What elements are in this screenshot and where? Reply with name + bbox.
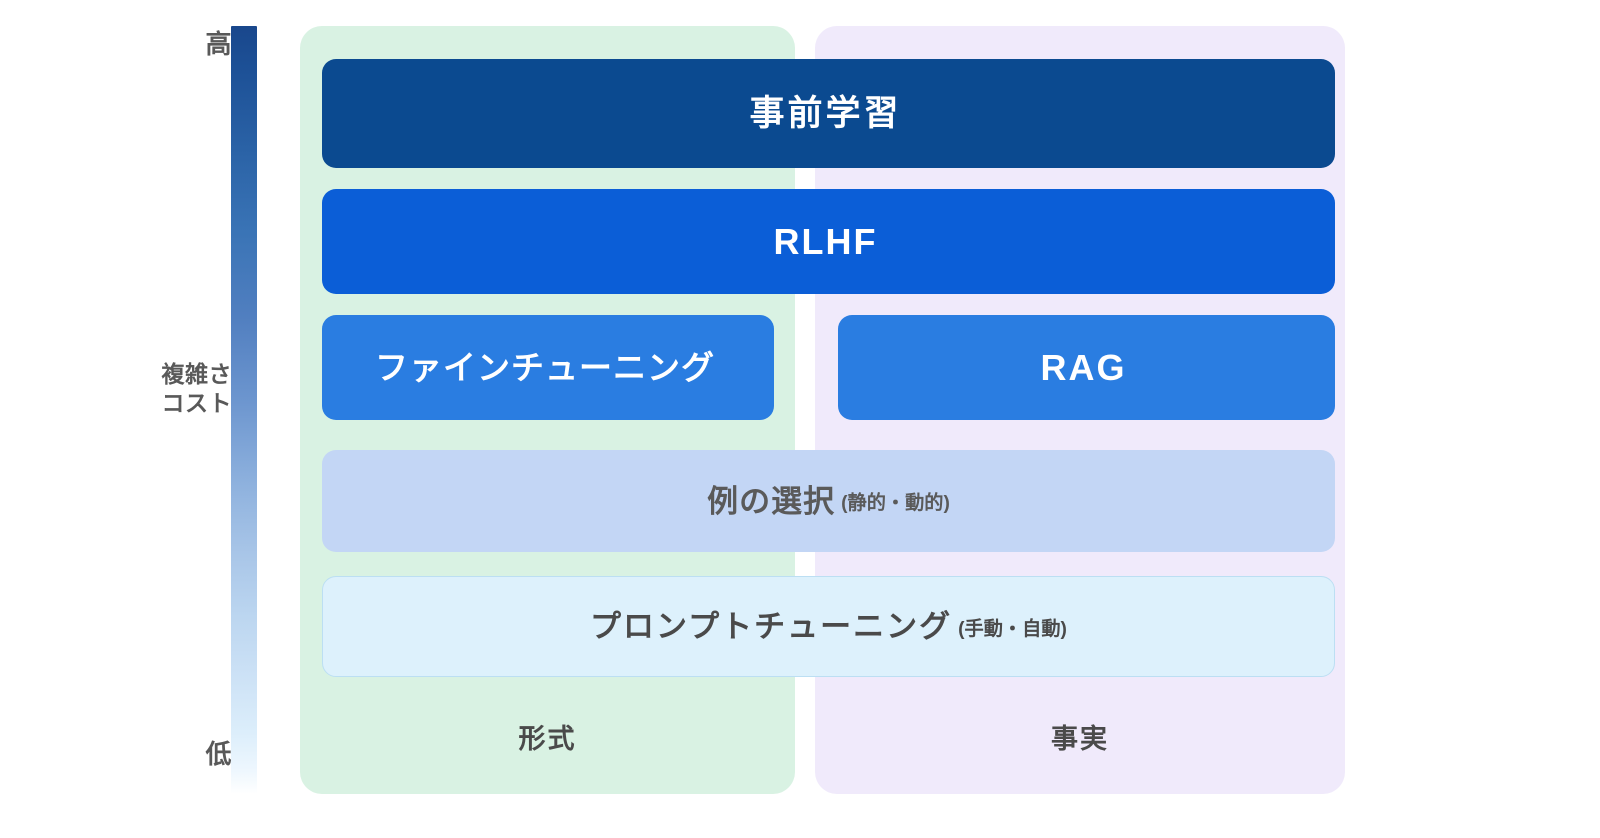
axis-label-high: 高 <box>205 29 232 59</box>
axis-gradient-bar <box>231 26 257 794</box>
bar-rlhf[interactable]: RLHF <box>322 189 1335 294</box>
bar-label-prompt-tuning: プロンプトチューニング <box>590 609 953 644</box>
column-caption-format: 形式 <box>518 724 577 754</box>
bar-label-rlhf: RLHF <box>773 220 878 262</box>
bar-label-pretraining: 事前学習 <box>749 94 902 133</box>
bar-sublabel-prompt-tuning: (手動・自動) <box>958 618 1067 640</box>
bar-sublabel-example-selection: (静的・動的) <box>841 493 950 514</box>
bar-label-rag: RAG <box>1040 346 1127 388</box>
column-caption-fact: 事実 <box>1051 724 1109 754</box>
y-axis-group: 高 複雑さ コスト 低 <box>0 0 300 838</box>
bar-prompt-tuning[interactable]: プロンプトチューニング(手動・自動) <box>322 576 1335 677</box>
bar-finetuning[interactable]: ファインチューニング <box>322 315 774 420</box>
bar-example-selection[interactable]: 例の選択(静的・動的) <box>322 450 1335 552</box>
axis-label-complexity-cost: 複雑さ コスト <box>161 361 232 416</box>
bar-label-example-selection: 例の選択 <box>707 483 836 519</box>
bar-pretraining[interactable]: 事前学習 <box>322 59 1335 168</box>
axis-label-low: 低 <box>205 739 232 769</box>
bar-label-finetuning: ファインチューニング <box>375 349 715 386</box>
bar-rag[interactable]: RAG <box>838 315 1335 420</box>
